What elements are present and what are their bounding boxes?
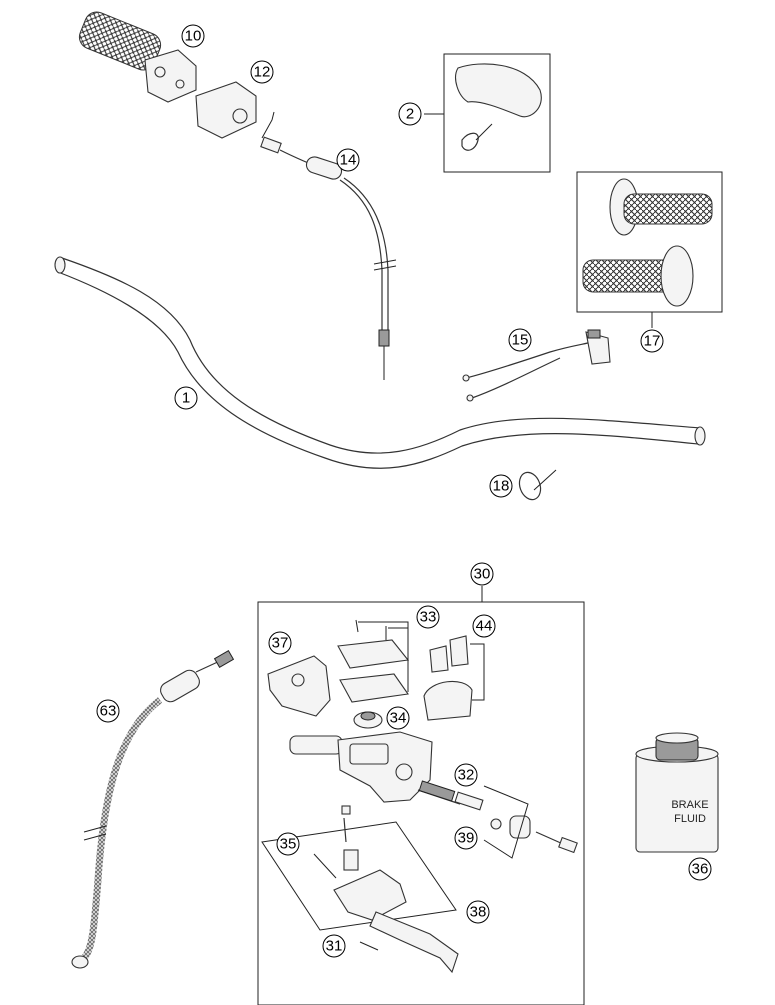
- callout-17: 17: [640, 329, 664, 353]
- callout-37: 37: [268, 631, 292, 655]
- callout-14-label: 14: [340, 152, 357, 169]
- fluid-label-line1: BRAKE: [671, 799, 708, 811]
- reservoir-cover: [337, 619, 410, 703]
- callout-2-label: 2: [406, 106, 414, 123]
- throttle-cable: [260, 111, 397, 380]
- callout-34: 34: [386, 706, 410, 730]
- lever-bracket: [267, 655, 331, 717]
- kill-switch: [462, 329, 611, 402]
- callout-1-label: 1: [182, 390, 190, 407]
- callout-30: 30: [470, 562, 494, 586]
- callout-10-label: 10: [185, 28, 202, 45]
- callout-36-label: 36: [692, 861, 709, 878]
- handlebar: [54, 256, 706, 469]
- brake-fluid-bottle: [635, 732, 719, 853]
- callout-38: 38: [466, 900, 490, 924]
- callout-1: 1: [174, 386, 198, 410]
- callout-14: 14: [336, 148, 360, 172]
- fluid-label-line2: FLUID: [674, 813, 706, 825]
- brake-hose: [71, 649, 235, 969]
- box-2: [424, 53, 551, 173]
- callout-32: 32: [454, 763, 478, 787]
- callout-63-label: 63: [100, 703, 117, 720]
- callout-63: 63: [96, 699, 120, 723]
- callout-18-label: 18: [493, 478, 510, 495]
- callout-2: 2: [398, 102, 422, 126]
- callout-12-label: 12: [254, 64, 271, 81]
- master-cylinder: [289, 731, 433, 803]
- box-17: [576, 171, 723, 328]
- callout-15: 15: [508, 328, 532, 352]
- callout-36: 36: [688, 857, 712, 881]
- piston-kit: [417, 780, 578, 859]
- callout-33-label: 33: [420, 609, 437, 626]
- handlebar-clamp: [423, 635, 485, 721]
- callout-15-label: 15: [512, 332, 529, 349]
- callout-44-label: 44: [476, 618, 493, 635]
- cable-tie: [518, 469, 557, 501]
- callout-12: 12: [250, 60, 274, 84]
- callout-31: 31: [322, 934, 346, 958]
- callout-44: 44: [472, 614, 496, 638]
- callout-35: 35: [276, 832, 300, 856]
- callout-33: 33: [416, 605, 440, 629]
- callout-31-label: 31: [326, 938, 343, 955]
- callout-35-label: 35: [280, 836, 297, 853]
- box-30: [257, 586, 585, 1005]
- callout-30-label: 30: [474, 566, 491, 583]
- callout-39: 39: [454, 826, 478, 850]
- diaphragm: [353, 711, 383, 729]
- callout-39-label: 39: [458, 830, 475, 847]
- callout-34-label: 34: [390, 710, 407, 727]
- brake-lever: [261, 805, 459, 974]
- throttle-cover: [195, 81, 257, 139]
- callout-17-label: 17: [644, 333, 661, 350]
- callout-38-label: 38: [470, 904, 487, 921]
- callout-37-label: 37: [272, 635, 289, 652]
- callout-10: 10: [181, 24, 205, 48]
- callout-18: 18: [489, 474, 513, 498]
- throttle-grip: [78, 11, 197, 103]
- callout-32-label: 32: [458, 767, 475, 784]
